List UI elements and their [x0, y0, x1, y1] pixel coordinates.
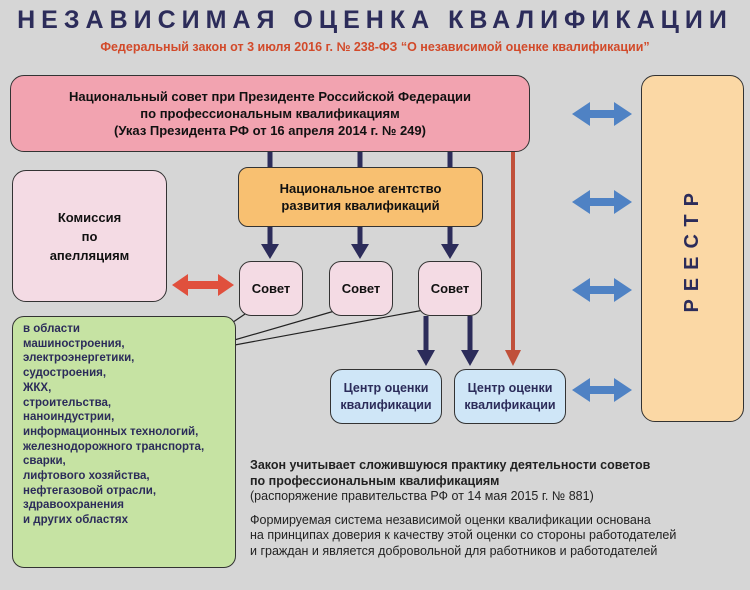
agency-line2: развития квалификаций	[281, 198, 440, 213]
national-agency-box: Национальное агентство развития квалифик…	[238, 167, 483, 227]
national-council-line3: (Указ Президента РФ от 16 апреля 2014 г.…	[114, 123, 426, 138]
area-item: железнодорожного транспорта,	[23, 440, 205, 453]
center-1-line2: квалификации	[340, 397, 432, 412]
appeal-line1: Комиссия	[57, 209, 122, 225]
note-bold-line1: Закон учитывает сложившуюся практику дея…	[250, 458, 651, 472]
appeal-line3: апелляциям	[49, 247, 130, 263]
area-item: нефтегазовой отрасли,	[23, 484, 157, 497]
law-subtitle: Федеральный закон от 3 июля 2016 г. № 23…	[100, 40, 650, 54]
registry-label: РЕЕСТР	[681, 184, 703, 313]
registry-double-arrow-1	[572, 102, 632, 126]
note-p2-line2: на принципах доверия к качеству этой оце…	[250, 528, 677, 542]
council-box-1: Совет	[239, 261, 303, 316]
note-p2-line1: Формируемая система независимой оценки к…	[250, 512, 651, 527]
assessment-center-box-2: Центр оценки квалификации	[454, 369, 566, 424]
area-item: строительства,	[23, 396, 112, 409]
center-1-line1: Центр оценки	[343, 380, 429, 395]
center-2-line1: Центр оценки	[467, 380, 553, 395]
area-item: информационных технологий,	[23, 425, 199, 438]
agency-to-council-arrow-2	[351, 227, 369, 259]
national-council-box: Национальный совет при Президенте Россий…	[10, 75, 530, 152]
areas-list-box: в области машиностроения, электроэнергет…	[12, 316, 236, 568]
page-title: НЕЗАВИСИМАЯ ОЦЕНКА КВАЛИФИКАЦИИ	[17, 6, 733, 34]
note-p2-line3: и граждан и является добровольной для ра…	[250, 543, 658, 558]
area-item: в области	[23, 323, 80, 335]
council-box-3: Совет	[418, 261, 482, 316]
area-item: лифтового хозяйства,	[23, 470, 150, 483]
assessment-center-box-1: Центр оценки квалификации	[330, 369, 442, 424]
registry-double-arrow-4	[572, 378, 632, 402]
area-item: машиностроения,	[23, 337, 125, 350]
agency-line1: Национальное агентство	[279, 181, 442, 196]
council-to-center-arrows	[417, 316, 479, 366]
national-council-line1: Национальный совет при Президенте Россий…	[69, 89, 471, 104]
area-item: наноиндустрии,	[23, 411, 115, 424]
appeal-line2: по	[81, 228, 98, 244]
note-reference: (распоряжение правительства РФ от 14 мая…	[250, 489, 594, 503]
council-box-2: Совет	[329, 261, 393, 316]
law-note: Закон учитывает сложившуюся практику дея…	[250, 458, 690, 559]
area-item: и других областях	[23, 514, 128, 527]
council-to-center-red-arrow	[505, 152, 521, 366]
registry-double-arrow-2	[572, 190, 632, 214]
agency-to-council-arrow-3	[441, 227, 459, 259]
area-item: здравоохранения	[23, 499, 125, 512]
registry-box: РЕЕСТР	[641, 75, 744, 422]
area-item: ЖКХ,	[23, 381, 52, 394]
appeal-double-arrow	[172, 274, 234, 296]
note-bold-line2: по профессиональным квалификациям	[250, 473, 500, 488]
area-item: электроэнергетики,	[23, 352, 135, 365]
registry-double-arrow-3	[572, 278, 632, 302]
area-item: сварки,	[23, 455, 66, 468]
area-item: судостроения,	[23, 367, 107, 380]
agency-to-council-arrow-1	[261, 227, 279, 259]
national-council-line2: по профессиональным квалификациям	[140, 106, 400, 121]
center-2-line2: квалификации	[464, 397, 556, 412]
appeal-commission-box: Комиссия по апелляциям	[12, 170, 167, 302]
